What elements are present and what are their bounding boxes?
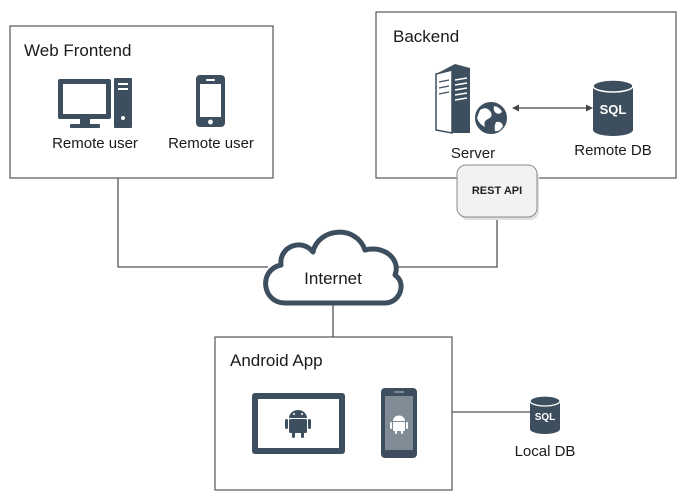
backend-panel: Backend Server bbox=[375, 11, 677, 179]
local-db-badge: SQL bbox=[535, 412, 556, 423]
android-tablet-icon bbox=[252, 393, 345, 454]
remote-db-badge: SQL bbox=[600, 102, 627, 117]
server-label: Server bbox=[451, 145, 495, 162]
android-phone-icon bbox=[381, 388, 417, 458]
internet-to-api-line bbox=[398, 220, 498, 268]
local-db-label: Local DB bbox=[515, 443, 576, 460]
rest-api-label: REST API bbox=[472, 185, 522, 197]
android-app-panel: Android App bbox=[214, 336, 453, 491]
local-db-icon: SQL bbox=[529, 395, 561, 434]
server-icon bbox=[435, 64, 470, 134]
web-frontend-title: Web Frontend bbox=[24, 41, 131, 60]
rest-api-badge: REST API bbox=[456, 164, 539, 220]
remote-db-label: Remote DB bbox=[574, 142, 652, 159]
remote-db-icon: SQL bbox=[592, 79, 634, 136]
remote-user-phone-label: Remote user bbox=[168, 135, 254, 152]
android-app-title: Android App bbox=[230, 351, 323, 370]
remote-user-desktop-label: Remote user bbox=[52, 135, 138, 152]
frontend-to-internet-line bbox=[117, 178, 268, 268]
internet-cloud: Internet bbox=[263, 229, 404, 306]
globe-icon bbox=[473, 100, 509, 136]
server-db-arrow bbox=[512, 104, 593, 112]
desktop-computer-icon bbox=[58, 78, 132, 128]
smartphone-icon bbox=[196, 75, 225, 127]
web-frontend-panel: Web Frontend Remote user Remote user bbox=[9, 25, 274, 179]
backend-title: Backend bbox=[393, 27, 459, 46]
internet-label: Internet bbox=[304, 269, 362, 288]
cloud-icon bbox=[263, 229, 404, 306]
